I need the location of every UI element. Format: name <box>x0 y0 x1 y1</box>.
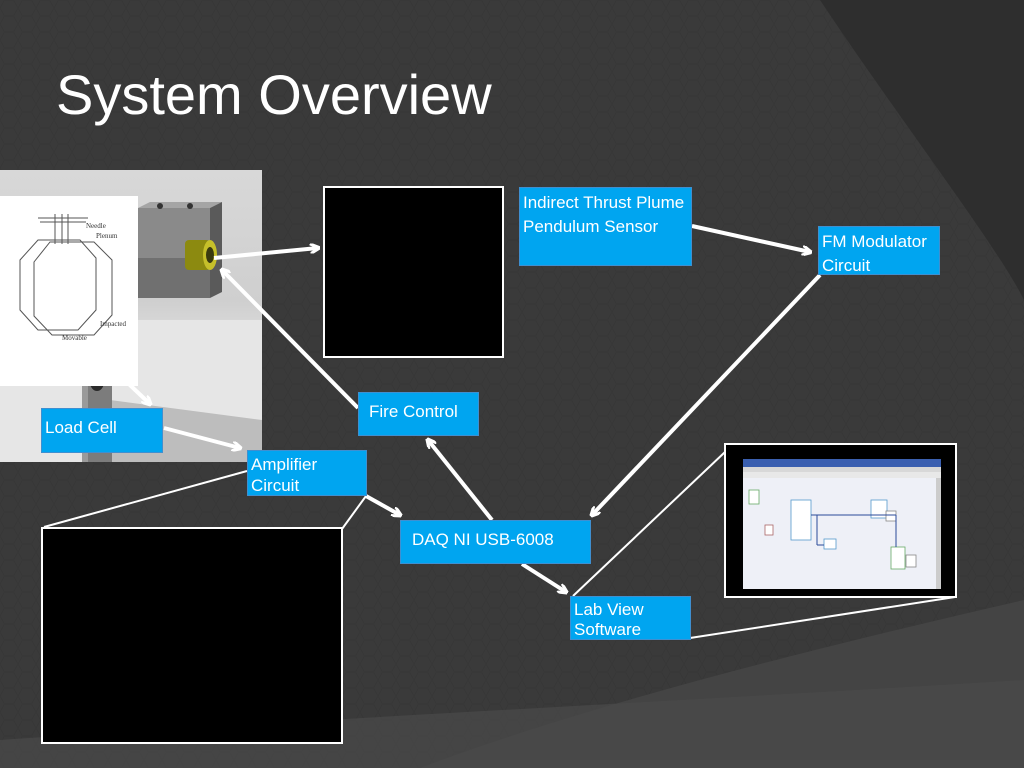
bottom-black-panel <box>41 527 343 744</box>
load-cell-box: Load Cell <box>41 408 163 453</box>
sketch-label-movable: Movable <box>62 334 87 342</box>
slide-title: System Overview <box>56 63 492 126</box>
sketch-label-impacted: Impacted <box>100 320 127 328</box>
fm-modulator-box: FM Modulator Circuit <box>818 226 940 275</box>
sketch-label-needle: Needle <box>86 222 106 230</box>
fire-control-box: Fire Control <box>358 392 479 436</box>
sensor-box: Indirect Thrust Plume Pendulum Sensor <box>519 187 692 266</box>
daq-box: DAQ NI USB-6008 <box>400 520 591 564</box>
labview-block-diagram <box>743 459 941 589</box>
sketch-label-plenum: Plenum <box>96 232 118 240</box>
labview-screenshot-panel <box>724 443 957 598</box>
amplifier-box: Amplifier Circuit <box>247 450 367 496</box>
labview-box: Lab View Software <box>570 596 691 640</box>
top-black-panel <box>323 186 504 358</box>
